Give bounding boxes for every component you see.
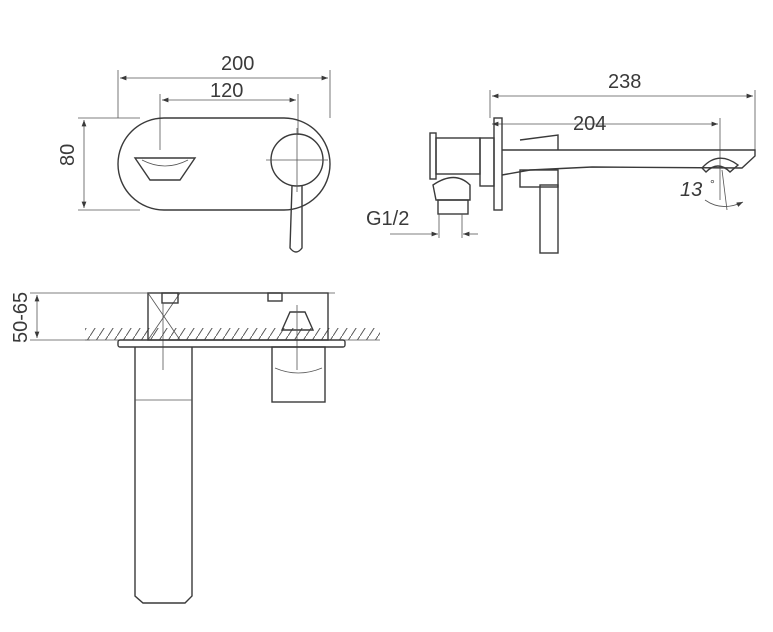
dimension-238: 238 bbox=[608, 71, 641, 93]
dimension-200: 200 bbox=[221, 53, 254, 75]
dimension-80: 80 bbox=[57, 144, 79, 166]
spout-angle: 13 bbox=[680, 179, 702, 201]
top-wall-plate bbox=[117, 339, 346, 348]
spout-outlet bbox=[133, 157, 197, 181]
top-spout bbox=[134, 347, 193, 604]
side-view: 238 204 G1/2 13 ° bbox=[366, 71, 756, 254]
wall-plate bbox=[117, 117, 331, 211]
side-lever bbox=[539, 184, 559, 254]
aerator bbox=[701, 157, 740, 173]
front-view: 200 120 80 bbox=[57, 53, 331, 253]
dimension-50-65: 50-65 bbox=[10, 292, 32, 343]
degree-symbol: ° bbox=[710, 177, 715, 191]
connector-body bbox=[432, 176, 471, 201]
thread-size-label: G1/2 bbox=[366, 208, 409, 230]
top-handle bbox=[271, 346, 326, 403]
top-view: 50-65 bbox=[10, 292, 380, 604]
side-wall-plate bbox=[493, 117, 503, 211]
spout bbox=[501, 149, 756, 176]
handle-lever bbox=[289, 185, 303, 253]
wall-hatch bbox=[85, 328, 380, 340]
dimension-204: 204 bbox=[573, 113, 606, 135]
dimension-120: 120 bbox=[210, 80, 243, 102]
